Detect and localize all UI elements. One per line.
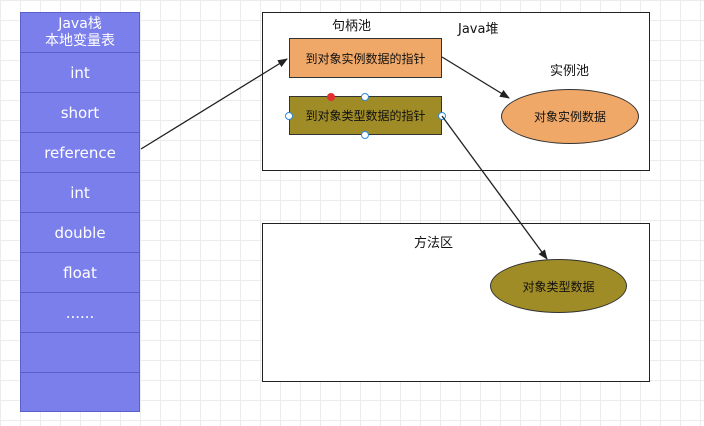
stack-cell-int-2: int	[21, 173, 139, 213]
stack-subtitle: 本地变量表	[45, 32, 115, 49]
java-heap-label: Java堆	[458, 22, 499, 37]
selection-handle-red[interactable]	[327, 93, 335, 101]
stack-cell-empty	[21, 333, 139, 373]
selection-handle-top[interactable]	[361, 93, 369, 101]
stack-cell-int: int	[21, 53, 139, 93]
stack-cell-float: float	[21, 253, 139, 293]
stack-title: Java栈	[58, 15, 102, 32]
handle-pool-label: 句柄池	[332, 19, 372, 34]
pointer-to-instance-data-arrow	[441, 56, 510, 99]
instance-pool-label: 实例池	[550, 64, 590, 79]
stack-cell-short: short	[21, 93, 139, 133]
pointer-to-type-data-arrow	[441, 115, 548, 260]
instance-data-pointer[interactable]: 到对象实例数据的指针	[289, 38, 442, 78]
local-variable-table: Java栈 本地变量表 int short reference int doub…	[20, 12, 140, 412]
stack-cell-double: double	[21, 213, 139, 253]
stack-cell-ellipsis: ......	[21, 293, 139, 333]
selection-handle-left[interactable]	[285, 112, 293, 120]
reference-to-instance-pointer-arrow	[140, 58, 288, 150]
stack-header: Java栈 本地变量表	[21, 13, 139, 53]
selection-handle-bottom[interactable]	[361, 131, 369, 139]
object-type-data[interactable]: 对象类型数据	[490, 259, 627, 313]
method-area-label: 方法区	[414, 236, 454, 251]
stack-cell-reference: reference	[21, 133, 139, 173]
object-instance-data[interactable]: 对象实例数据	[501, 89, 639, 144]
